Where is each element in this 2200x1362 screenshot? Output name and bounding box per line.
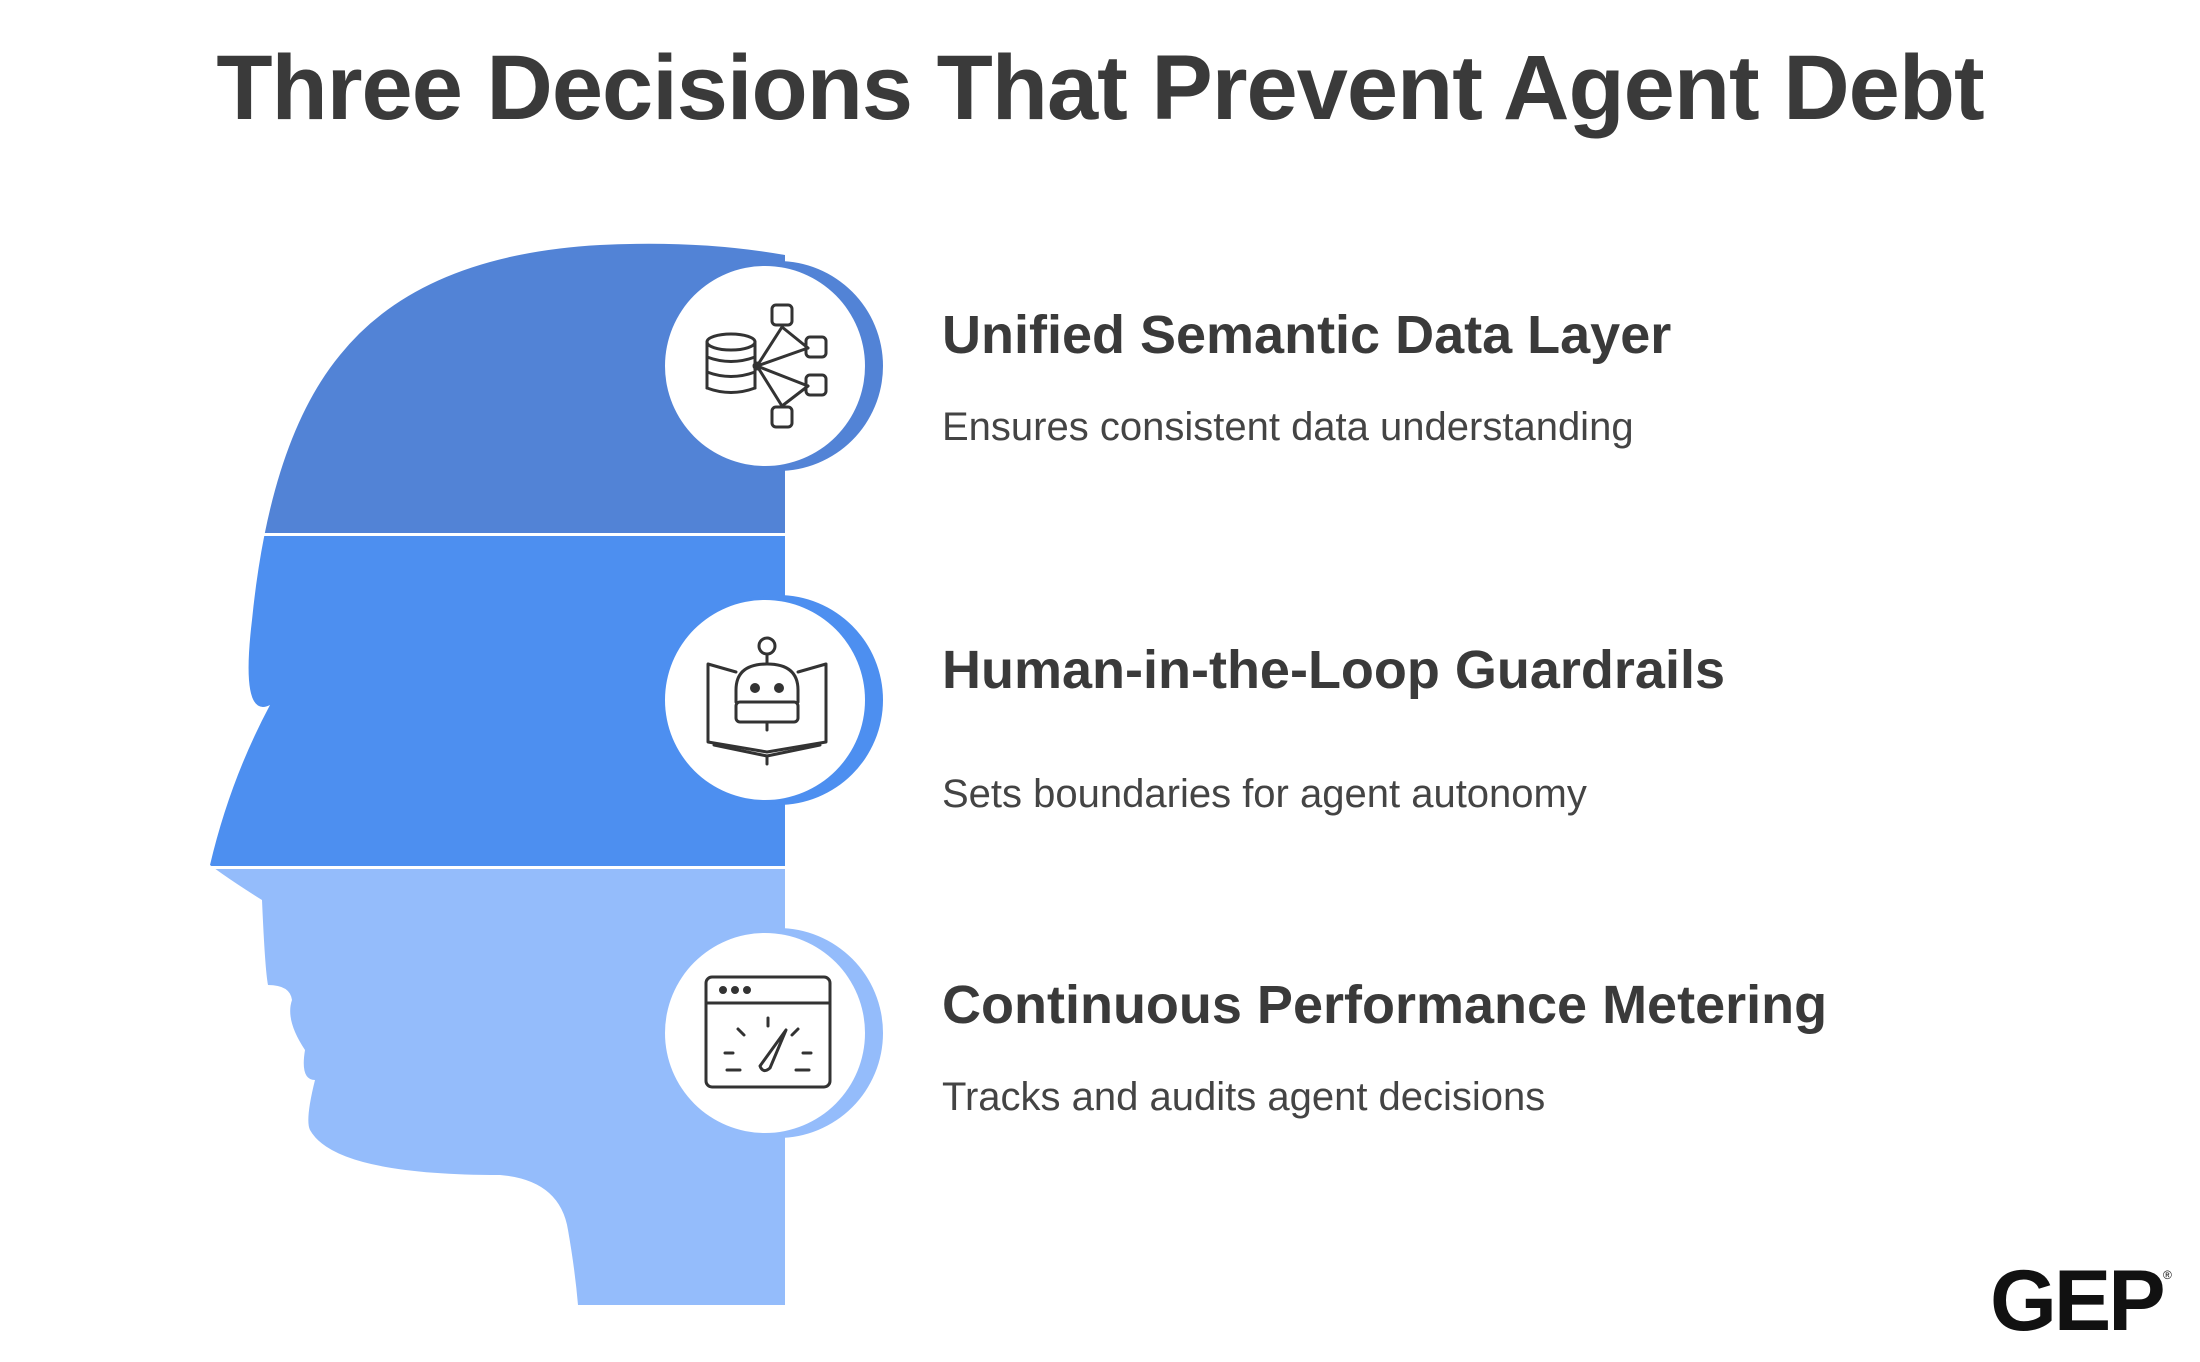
head-silhouette-top (264, 243, 785, 533)
head-silhouette-middle (210, 536, 785, 866)
item-description-human-in-the-loop: Sets boundaries for agent autonomy (942, 772, 1587, 816)
icon-circle-1 (665, 261, 883, 471)
head-band-middle (210, 536, 785, 866)
item-description-performance-metering: Tracks and audits agent decisions (942, 1075, 1546, 1119)
item-heading-performance-metering: Continuous Performance Metering (942, 975, 1828, 1035)
brand-logo: GEP (1990, 1253, 2166, 1349)
database-network-icon (705, 303, 828, 429)
head-band-bottom (215, 869, 785, 1305)
item-description-semantic-data-layer: Ensures consistent data understanding (942, 405, 1634, 449)
head-band-top (264, 243, 785, 533)
item-heading-semantic-data-layer: Unified Semantic Data Layer (942, 305, 1672, 365)
head-silhouette-bottom (215, 869, 785, 1305)
icon-circle-3 (665, 928, 883, 1138)
registered-mark: ® (2163, 1268, 2172, 1282)
item-heading-human-in-the-loop: Human-in-the-Loop Guardrails (942, 640, 1725, 700)
robot-book-icon (706, 636, 828, 766)
icon-circle-2 (665, 595, 883, 805)
dashboard-gauge-icon (704, 975, 832, 1089)
page-title: Three Decisions That Prevent Agent Debt (216, 37, 1984, 139)
